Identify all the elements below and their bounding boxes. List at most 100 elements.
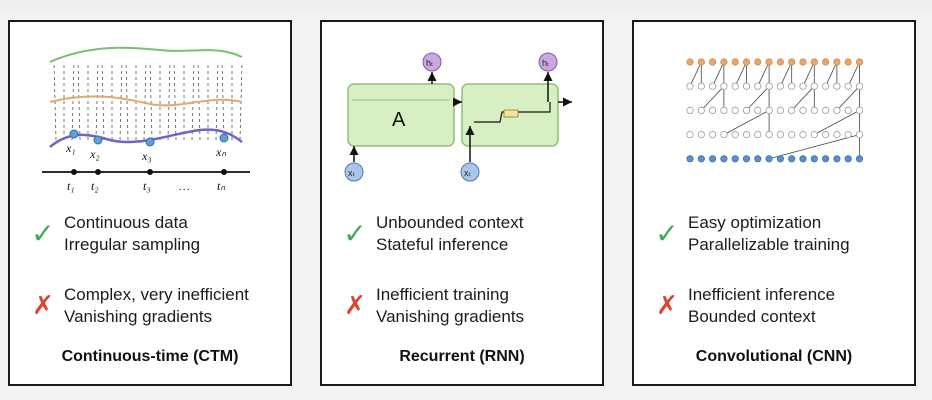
ctm-dashed-arrow <box>53 61 57 141</box>
ctm-purple-curve <box>49 128 243 148</box>
cnn-node <box>844 58 852 66</box>
cnn-node <box>788 131 796 139</box>
ctm-dashed-arrow <box>119 61 123 141</box>
cnn-node <box>709 131 717 139</box>
cnn-node <box>742 131 751 139</box>
cnn-node <box>720 58 728 66</box>
cnn-node <box>822 155 830 163</box>
cnn-node <box>720 131 728 139</box>
rnn-title: Recurrent (RNN) <box>399 348 525 365</box>
ctm-dashed-arrow <box>197 61 201 141</box>
rnn-cell-label: A <box>392 109 406 131</box>
cnn-edge <box>847 61 860 87</box>
time-label: t₂ <box>91 179 99 193</box>
cnn-node <box>720 82 728 90</box>
rnn-panel: A hₜ hₜ xₜ xₜ ✓ Unbounded context Statef… <box>320 20 604 386</box>
cnn-node <box>686 58 694 66</box>
cnn-title: Convolutional (CNN) <box>695 348 853 365</box>
cnn-node <box>844 155 852 163</box>
ctm-dashed-arrow <box>215 61 219 141</box>
ctm-sample-point <box>219 133 229 143</box>
cross-icon: ✗ <box>32 291 54 321</box>
cnn-node <box>742 58 751 66</box>
svg-text:xₜ: xₜ <box>348 168 356 178</box>
cnn-node <box>742 82 751 90</box>
cnn-node <box>776 106 784 115</box>
cnn-node <box>731 131 739 139</box>
svg-text:hₜ: hₜ <box>542 58 550 68</box>
cnn-node <box>742 106 751 115</box>
cnn-edge <box>836 85 860 111</box>
rnn-cons: ✗ Inefficient training Vanishing gradien… <box>342 284 524 328</box>
cnn-edge <box>825 61 838 87</box>
check-icon: ✓ <box>655 218 679 249</box>
cnn-node <box>686 82 694 90</box>
check-icon: ✓ <box>343 218 367 249</box>
time-tick <box>147 169 153 175</box>
cnn-node <box>799 58 807 66</box>
ctm-dashed-arrow <box>125 61 129 141</box>
cnn-node <box>833 155 841 163</box>
ctm-pro-1: Continuous data <box>64 213 188 232</box>
cnn-node <box>731 106 739 115</box>
cnn-node <box>697 131 705 139</box>
cnn-node <box>822 82 830 90</box>
cnn-node <box>697 106 705 115</box>
ctm-sample-label: x₁ <box>65 141 76 155</box>
cnn-node <box>776 155 784 163</box>
cnn-node <box>765 155 773 163</box>
cnn-panel: ✓ Easy optimization Parallelizable train… <box>632 20 916 386</box>
cnn-edge <box>746 85 770 111</box>
cnn-node <box>855 131 864 139</box>
ctm-sample-point <box>145 137 155 147</box>
time-tick <box>221 169 227 175</box>
cnn-node <box>799 155 807 163</box>
cnn-node <box>765 58 773 66</box>
cnn-node <box>855 106 864 115</box>
time-tick <box>95 169 101 175</box>
ctm-dashed-arrow <box>191 61 195 141</box>
cnn-node <box>776 82 784 90</box>
cnn-node <box>697 155 705 163</box>
ctm-sample-label: x₃ <box>141 149 152 163</box>
cnn-node <box>709 58 717 66</box>
rnn-con-1: Inefficient training <box>376 285 509 304</box>
cnn-edge <box>814 110 860 135</box>
cnn-node <box>731 155 739 163</box>
cnn-node <box>810 82 818 90</box>
rnn-con-2: Vanishing gradients <box>376 307 525 326</box>
cnn-node <box>686 131 694 139</box>
ctm-dashed-arrow <box>149 61 153 141</box>
cnn-node <box>742 155 751 163</box>
ctm-cons: ✗ Complex, very inefficient Vanishing gr… <box>30 284 249 328</box>
rnn-input-node-1 <box>344 162 364 182</box>
ctm-green-curve <box>49 46 243 63</box>
cnn-node <box>776 131 784 139</box>
cnn-node <box>799 106 807 115</box>
cnn-edge <box>689 61 702 87</box>
ctm-con-1: Complex, very inefficient <box>64 285 249 304</box>
ctm-dashed-arrow <box>173 61 177 141</box>
cnn-node <box>765 82 773 90</box>
cross-icon: ✗ <box>344 291 366 321</box>
svg-text:xₜ: xₜ <box>464 168 472 178</box>
ctm-dashed-arrow <box>239 61 243 141</box>
cnn-edge <box>780 61 793 87</box>
cnn-con-1: Inefficient inference <box>688 285 836 304</box>
cnn-node <box>720 106 728 115</box>
ctm-orange-curve <box>49 95 243 107</box>
cnn-node <box>709 106 717 115</box>
cnn-node <box>822 58 830 66</box>
rnn-output-node-1 <box>422 52 442 72</box>
cnn-node <box>788 106 796 115</box>
cnn-node <box>754 82 762 90</box>
cnn-node <box>799 131 807 139</box>
cnn-pro-1: Easy optimization <box>688 213 822 232</box>
cnn-node <box>844 82 852 90</box>
cnn-node <box>855 155 864 163</box>
cnn-node <box>765 106 773 115</box>
cnn-node <box>776 58 784 66</box>
cnn-node <box>810 58 818 66</box>
cnn-node <box>697 58 705 66</box>
cnn-edge <box>701 85 725 111</box>
